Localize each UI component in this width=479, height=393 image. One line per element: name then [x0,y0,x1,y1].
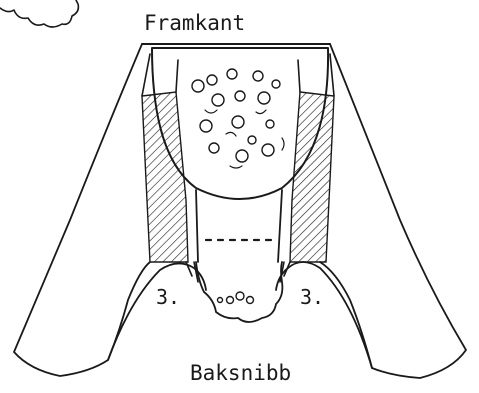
label-framkant: Framkant [144,11,245,35]
middle-body [196,190,282,262]
label-fold-right: 3. [300,285,324,309]
label-baksnibb: Baksnibb [190,361,291,385]
left-strap [142,54,178,96]
right-hatched-fold [290,92,334,262]
bottom-embroidery [218,292,254,304]
left-wing [14,44,150,376]
scalloped-corner-piece [0,0,78,27]
left-hatched-fold [142,92,188,262]
embroidery-flowers [192,69,284,168]
left-hand-fold [108,263,206,360]
right-wing [320,44,466,378]
right-hand-fold [276,262,372,368]
label-fold-left: 3. [156,285,180,309]
